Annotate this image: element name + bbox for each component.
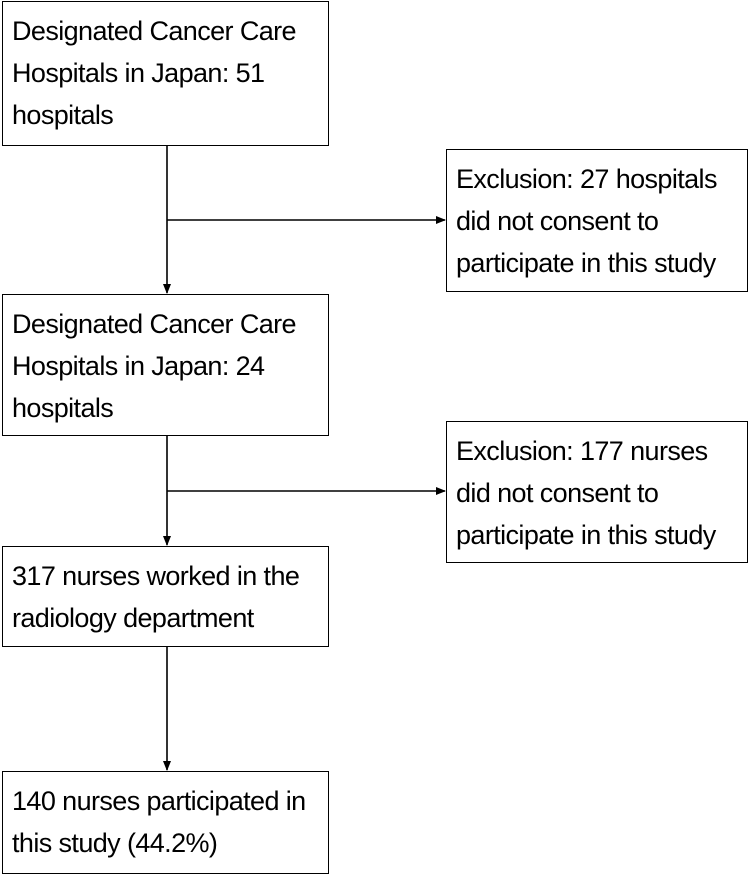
box-text-line: 140 nurses participated in (12, 786, 306, 816)
box-text-line: hospitals (12, 393, 114, 423)
box-text-line: Exclusion: 177 nurses (456, 436, 708, 466)
box-text-line: radiology department (12, 603, 254, 633)
box-text-line: this study (44.2%) (12, 828, 218, 858)
box-text-line: Designated Cancer Care (12, 309, 297, 339)
box-text-line: hospitals (12, 100, 114, 130)
box-text-line: Exclusion: 27 hospitals (456, 164, 717, 194)
box-text-line: did not consent to (456, 478, 659, 508)
box-designated-hospitals-24: Designated Cancer Care Hospitals in Japa… (2, 294, 329, 436)
box-text-line: Hospitals in Japan: 51 (12, 58, 265, 88)
box-text-line: participate in this study (456, 248, 716, 278)
box-text-line: Hospitals in Japan: 24 (12, 351, 265, 381)
box-text-line: Designated Cancer Care (12, 16, 297, 46)
box-nurses-participated: 140 nurses participated in this study (4… (2, 771, 329, 874)
box-text-line: did not consent to (456, 206, 659, 236)
exclusion-box-nurses: Exclusion: 177 nurses did not consent to… (446, 421, 748, 563)
box-text-line: participate in this study (456, 520, 716, 550)
exclusion-box-hospitals: Exclusion: 27 hospitals did not consent … (446, 149, 748, 292)
box-text-line: 317 nurses worked in the (12, 561, 300, 591)
box-designated-hospitals-51: Designated Cancer Care Hospitals in Japa… (2, 1, 329, 146)
box-nurses-radiology: 317 nurses worked in the radiology depar… (2, 546, 329, 647)
